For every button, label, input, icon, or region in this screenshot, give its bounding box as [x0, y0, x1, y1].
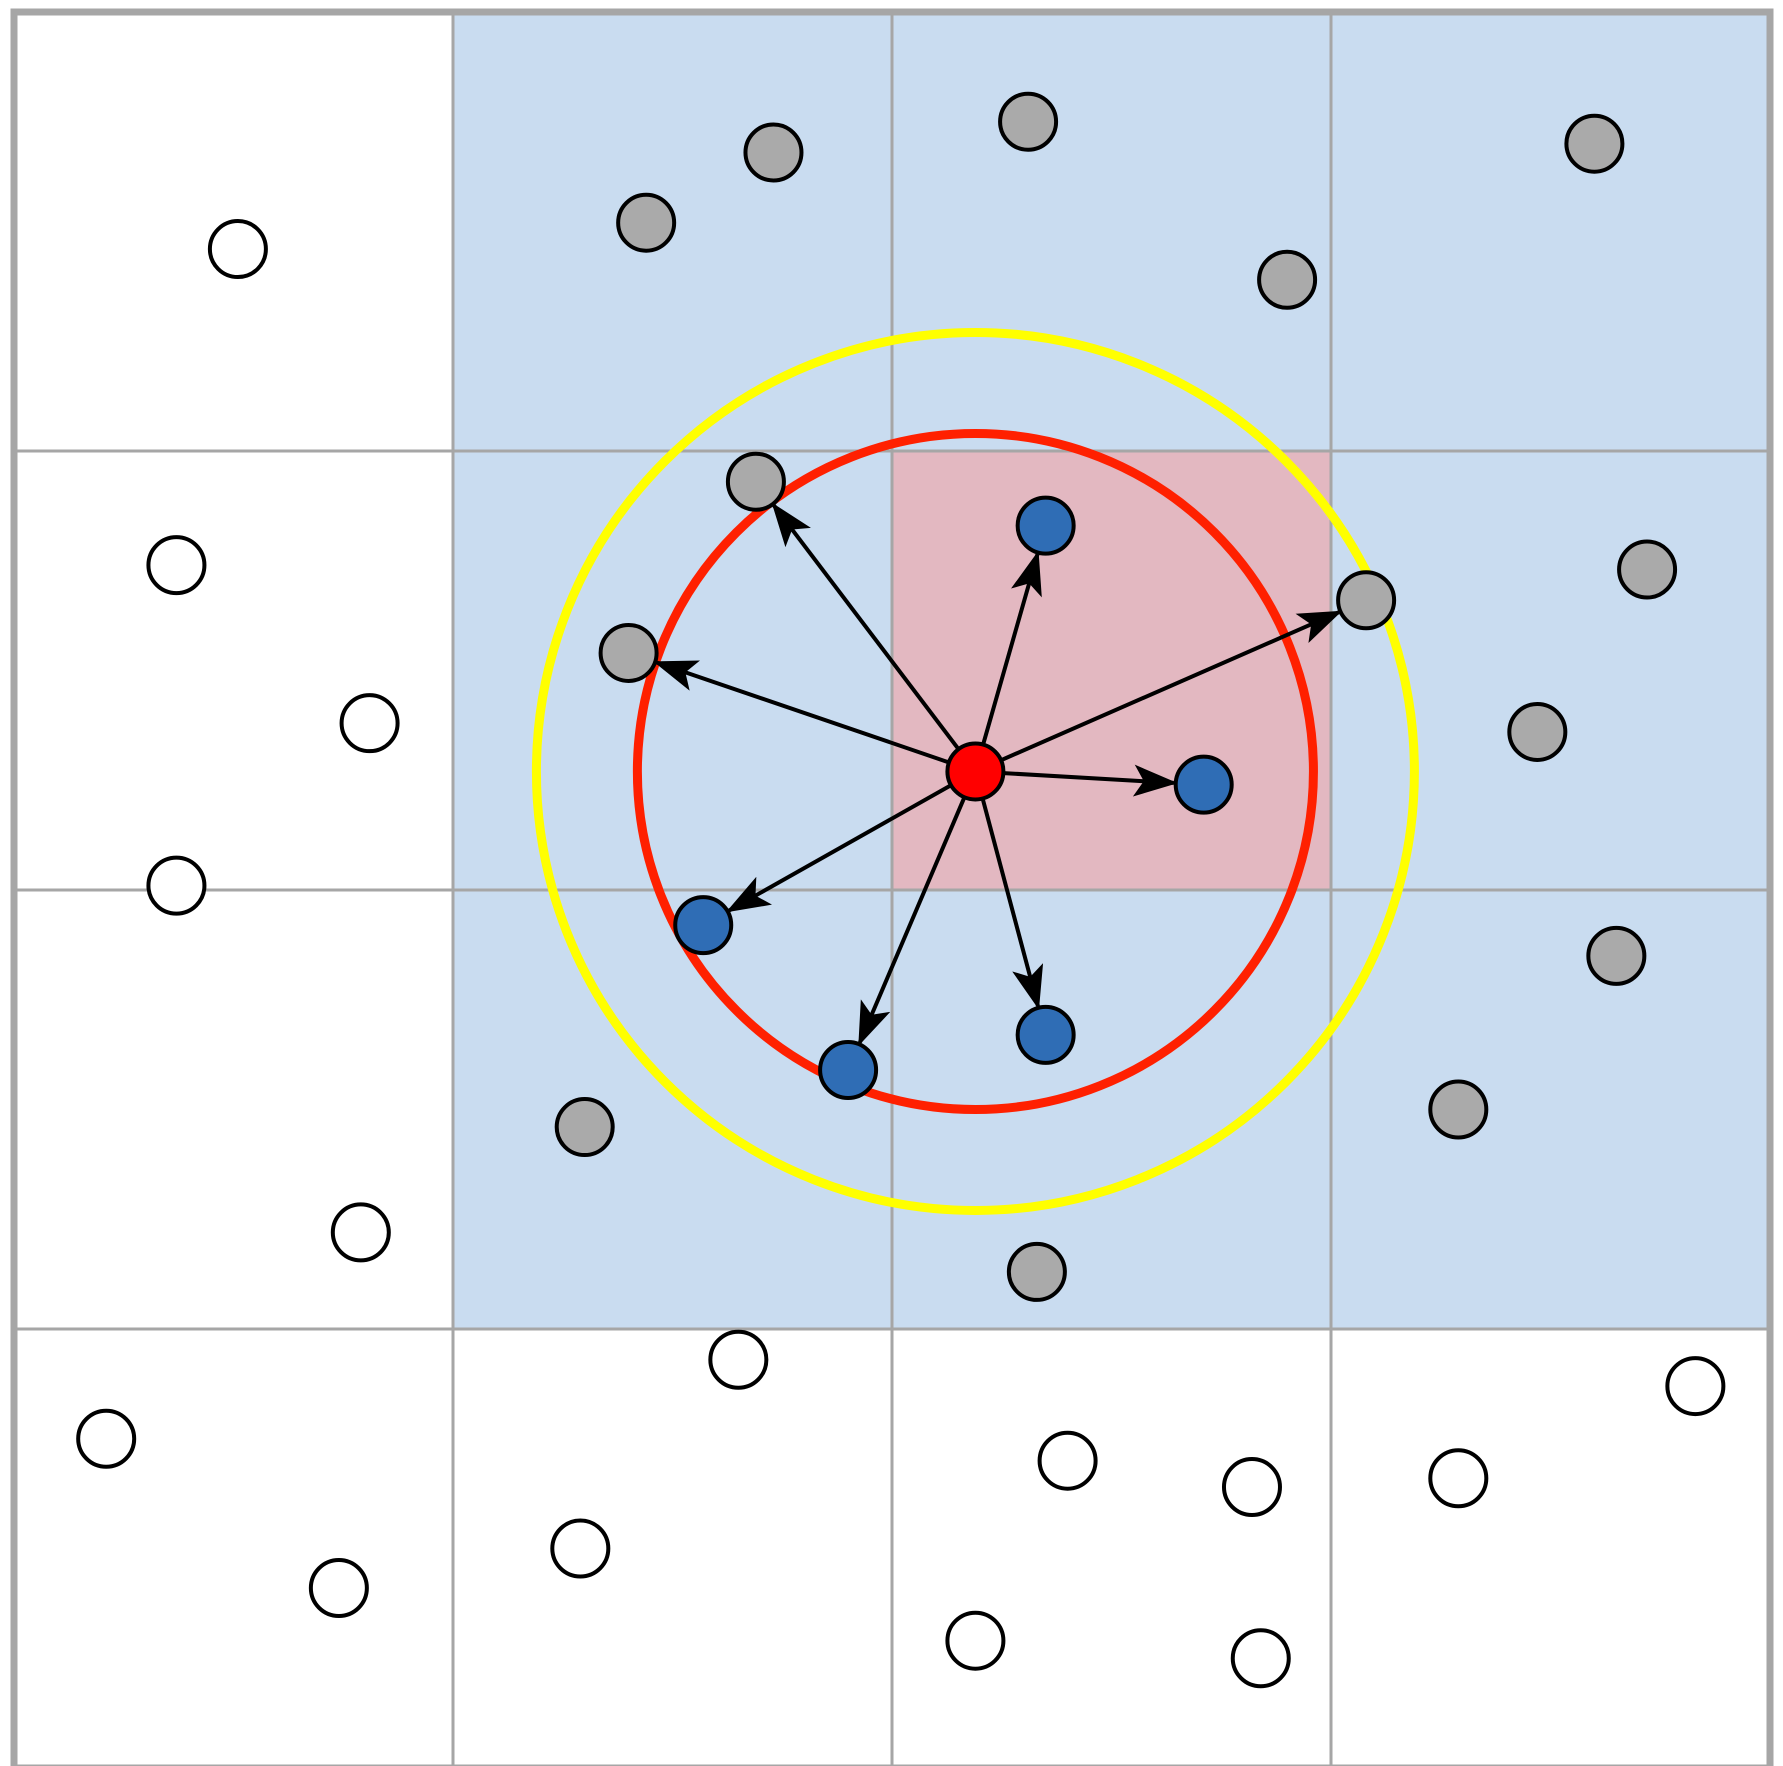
in-range-point — [673, 895, 734, 956]
arrow-layer — [653, 502, 1343, 1047]
far-point — [146, 855, 207, 916]
candidate-point — [743, 122, 804, 183]
neighbor-arrow — [996, 610, 1343, 764]
query-point — [945, 741, 1006, 802]
far-point — [207, 219, 268, 280]
far-point — [1428, 1448, 1489, 1509]
neighbor-cell — [1331, 12, 1770, 451]
neighbor-cell — [453, 890, 892, 1329]
neighbor-arrow — [858, 792, 968, 1047]
far-point — [1665, 1356, 1726, 1417]
query-layer — [945, 741, 1006, 802]
in-range-point — [1015, 495, 1076, 556]
candidate-point — [1617, 539, 1678, 600]
candidate-point — [1257, 249, 1318, 310]
candidate-point — [1564, 113, 1625, 174]
candidate-point — [1006, 1241, 1067, 1302]
candidate-point — [725, 451, 786, 512]
inner-cutoff-circle — [632, 428, 1318, 1114]
far-point — [708, 1329, 769, 1390]
in-range-point — [818, 1039, 879, 1100]
home-cell — [892, 451, 1331, 890]
far-point — [146, 535, 207, 596]
candidate-point — [1586, 925, 1647, 986]
grid-lines — [10, 8, 1774, 1766]
in-range-point — [1173, 754, 1234, 815]
candidate-point — [616, 192, 677, 253]
in-range-point — [1015, 1004, 1076, 1065]
candidate-point — [1428, 1079, 1489, 1140]
far-point — [1037, 1430, 1098, 1491]
far-point — [1221, 1457, 1282, 1518]
candidate-point — [1507, 701, 1568, 762]
circle-layer — [531, 327, 1419, 1215]
point-layer — [76, 91, 1726, 1689]
neighbor-cell — [892, 12, 1331, 451]
neighbor-cell — [1331, 451, 1770, 890]
outer-search-circle — [531, 327, 1419, 1215]
far-point — [945, 1610, 1006, 1671]
far-point — [330, 1202, 391, 1263]
far-point — [308, 1558, 369, 1619]
neighbor-arrow — [980, 550, 1042, 749]
far-point — [550, 1518, 611, 1579]
neighbor-arrow — [771, 502, 963, 754]
neighbor-arrow — [725, 781, 956, 913]
grid-frame — [10, 8, 1774, 1766]
candidate-point — [598, 622, 659, 683]
neighbor-cell — [453, 451, 892, 890]
candidate-point — [1336, 570, 1397, 631]
far-point — [1230, 1628, 1291, 1689]
neighbor-cell — [1331, 890, 1770, 1329]
neighbor-arrow — [653, 660, 954, 766]
neighbor-arrow — [979, 794, 1044, 1010]
candidate-point — [554, 1097, 615, 1158]
far-point — [76, 1408, 137, 1469]
far-point — [339, 693, 400, 754]
candidate-point — [998, 91, 1059, 152]
neighbor-arrow — [999, 764, 1178, 797]
